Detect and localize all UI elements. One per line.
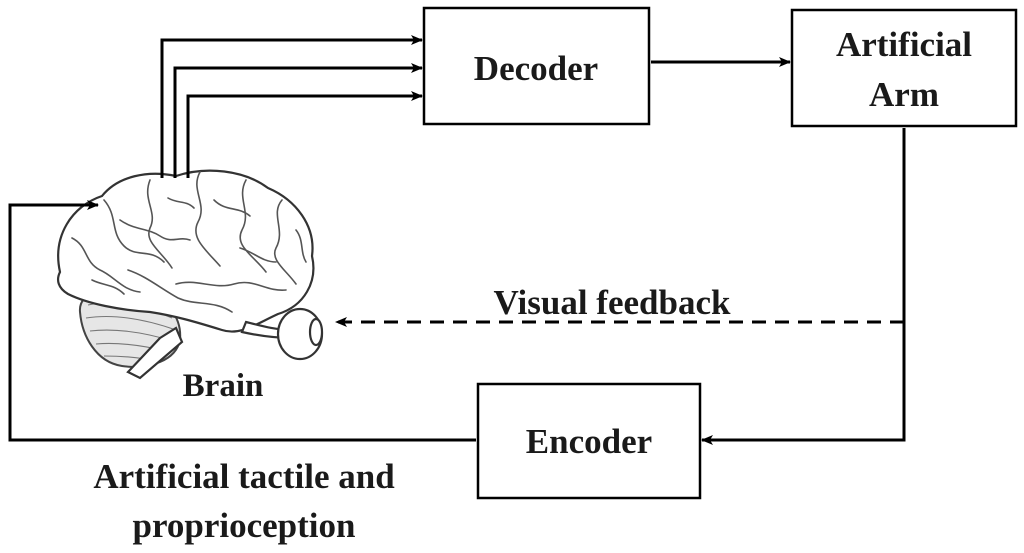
- decoder-label: Decoder: [474, 49, 598, 88]
- encoder-label: Encoder: [526, 422, 652, 461]
- brain-to-decoder-arrow-2: [173, 63, 423, 178]
- artificial-arm-label-line2: Arm: [869, 75, 939, 114]
- artificial-arm-label-line1: Artificial: [836, 25, 972, 64]
- brain-to-decoder-arrow-3: [186, 91, 423, 178]
- brainstem: [126, 326, 184, 380]
- brain-illustration: [57, 169, 324, 380]
- tactile-label-line1: Artificial tactile and: [93, 457, 395, 496]
- decoder-box: [422, 6, 651, 126]
- eye-lens: [308, 317, 324, 347]
- visual-feedback-label: Visual feedback: [494, 283, 731, 322]
- brain-to-decoder-arrow-1: [160, 35, 423, 178]
- encoder-box: [476, 382, 702, 500]
- encoder-to-brain-arrow: [8, 200, 476, 442]
- brain-label: Brain: [183, 368, 264, 404]
- arm-to-encoder-arrow: [701, 128, 906, 445]
- tactile-label-line2: proprioception: [133, 506, 356, 545]
- artificial-arm-box: [790, 8, 1018, 128]
- cortex-folds: [71, 171, 307, 313]
